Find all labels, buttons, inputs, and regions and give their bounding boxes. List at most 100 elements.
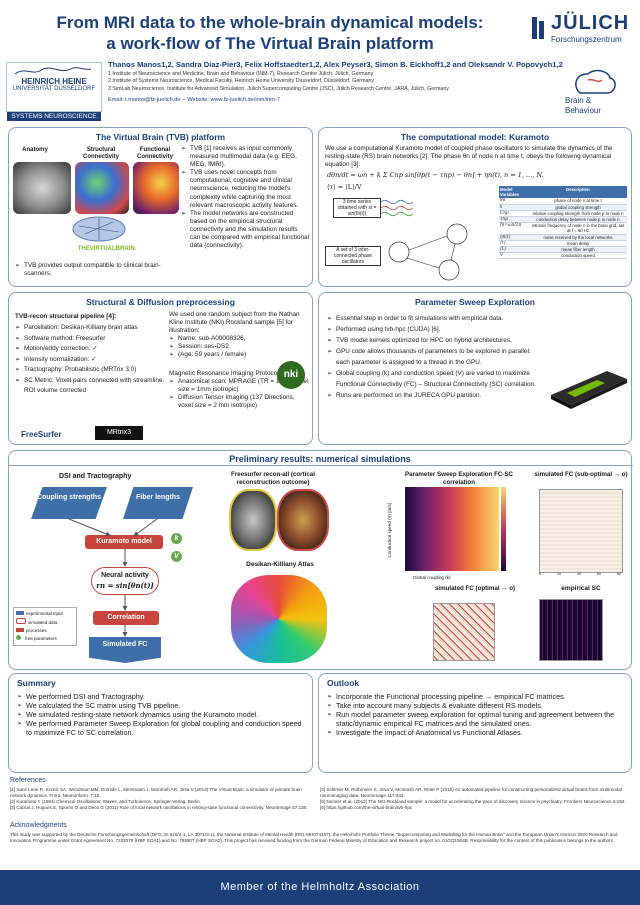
legend-simulated: simulated data — [16, 618, 74, 627]
kuramoto-panel: The computational model: Kuramoto We use… — [318, 127, 632, 287]
table-cell-variable: ⟨τ⟩ — [500, 240, 506, 246]
legend-free-text: free parameters — [25, 636, 57, 641]
ref-6: [6] https://github.com/the-virtual-brain… — [320, 805, 413, 810]
table-cell-variable: τnp — [500, 217, 508, 223]
summary-item-4: We performed Parameter Sweep Exploration… — [17, 719, 307, 737]
table-head-description: Description — [566, 187, 590, 192]
table-cell-variable: ηn(t) — [500, 234, 511, 240]
v-parameter-icon: V — [171, 551, 182, 562]
outlook-item-2: Take into account many subjects & evalua… — [327, 701, 625, 710]
fc-sub-tick-20: 20 — [556, 572, 562, 576]
subject-session: Session: ses-DS2 — [169, 343, 309, 351]
sweep-item-6: Runs are performed on the JURECA GPU par… — [327, 390, 617, 401]
mri-item-1: Anatomical scan: MPRAGE (TR = 1900; voxe… — [169, 378, 309, 394]
summary-heading: Summary — [17, 678, 56, 688]
pse-ylabel: Conduction speed (V) [m/s] — [387, 503, 392, 558]
anatomy-image — [13, 162, 71, 214]
pse-title: Parameter Sweep Exploration FC-SC correl… — [405, 471, 513, 486]
table-cell-description: mean fiber length — [561, 247, 595, 253]
sweep-item-4: GPU code allows thousands of parameters … — [327, 346, 541, 368]
preproc-item-1: Parcellation: Desikan-Killiany brain atl… — [15, 323, 165, 334]
ref-4: [4] Schirner M, Rothmeier S, Jirsa V, Mc… — [320, 787, 622, 798]
hhu-dept: SYSTEMS NEUROSCIENCE — [7, 112, 101, 121]
summary-list: We performed DSI and Tractography. We ca… — [17, 692, 307, 737]
subject-session-text: Session: ses-DS2 — [178, 343, 229, 351]
preproc-item-4: Intensity normalization: ✓ — [15, 355, 165, 366]
kuramoto-model-box: Kuramoto model — [85, 535, 163, 549]
summary-item-3: We simulated resting-state network dynam… — [17, 710, 307, 719]
legend-simulated-text: simulated data — [28, 620, 58, 625]
references-right: [4] Schirner M, Rothmeier S, Jirsa V, Mc… — [320, 787, 632, 811]
flow-legend: experimental input simulated data proces… — [13, 607, 77, 646]
desikan-title: Desikan-Killiany Atlas — [246, 561, 314, 568]
sweep-item-3: TVB model kernels optimized for HPC on h… — [327, 335, 617, 346]
preproc-item-3: Motion/eddy correction: ✓ — [15, 344, 165, 355]
emp-sc-title: empirical SC — [561, 585, 601, 592]
hhu-uni: UNIVERSITÄT DÜSSELDORF — [12, 86, 96, 92]
tvb-bullet-3: The model networks are constructed based… — [181, 210, 309, 250]
kuramoto-intro: We use a computational Kuramoto model of… — [325, 145, 613, 169]
affiliation-3: 3 SimLab Neuroscience, Institute for Adv… — [108, 85, 449, 92]
table-cell-description: conduction speed — [561, 253, 595, 259]
affiliation-1: 1 Institute of Neuroscience and Medicine… — [108, 71, 374, 77]
tvb-label-fc: Functional Connectivity — [136, 147, 173, 160]
legend-processes: processes — [16, 627, 74, 635]
tvb-bottom: TVB provides output compatible to clinic… — [15, 262, 175, 278]
coupling-strengths-box: Coupling strengths — [31, 487, 107, 519]
ref-1: [1] Sanz Leon P., Knock SA, Woodman MM, … — [10, 787, 302, 798]
table-cell-description: relative coupling strength from node p t… — [532, 210, 624, 216]
kuramoto-heading: The computational model: Kuramoto — [400, 132, 550, 142]
sweep-item-5: Global coupling (k) and conduction speed… — [327, 368, 541, 390]
tvb-heading: The Virtual Brain (TVB) platform — [95, 132, 226, 142]
preproc-item-6: SC Metric: Voxel pairs connected with st… — [15, 376, 165, 397]
title-line-1: From MRI data to the whole-brain dynamic… — [56, 13, 484, 32]
legend-experimental-text: experimental input — [26, 611, 63, 616]
k-parameter-icon: k — [171, 533, 182, 544]
functional-connectivity-image — [133, 162, 179, 214]
table-cell-description: intrinsic frequency of node n in the bra… — [531, 223, 625, 234]
fc-sub-tick-60: 60 — [596, 572, 602, 576]
bb-line-1: Brain & — [565, 96, 592, 105]
preproc-heading: Structural & Diffusion preprocessing — [86, 297, 235, 307]
preproc-panel: Structural & Diffusion preprocessing TVB… — [8, 292, 313, 445]
contact-email: Email: t.manos@fz-juelich.de -- Website:… — [108, 97, 280, 103]
freesurfer-title: Freesurfer recon-all (cortical reconstru… — [231, 471, 315, 486]
fc-opt-matrix — [433, 603, 495, 661]
tvb-label-anatomy: Anatomy — [22, 147, 48, 153]
tvb-bottom-bullet: TVB provides output compatible to clinic… — [15, 262, 175, 278]
poster-title: From MRI data to the whole-brain dynamic… — [55, 12, 485, 54]
fc-sub-tick-0: 0 — [539, 572, 542, 576]
brain-behaviour-logo: Brain & Behaviour — [565, 96, 601, 116]
hhu-signature-icon — [14, 67, 92, 75]
table-cell-description: mean delay — [566, 240, 590, 246]
subject-name: Name: sub-A00008326, — [169, 335, 309, 343]
mri-intro: Magnetic Resonance Imaging Protocol: — [169, 369, 281, 377]
title-line-2: a work-flow of The Virtual Brain platfor… — [106, 34, 434, 53]
sweep-list: Essential step in order to fit simulatio… — [327, 313, 617, 401]
outlook-panel: Outlook Incorporate the Functional proce… — [318, 673, 632, 773]
outlook-list: Incorporate the Functional processing pi… — [327, 692, 625, 737]
kuramoto-table-header: Model Variables Description — [499, 186, 627, 199]
tvbrecon-label: TVB-recon structural pipeline [4]: — [15, 313, 117, 320]
summary-panel: Summary We performed DSI and Tractograph… — [8, 673, 313, 773]
freesurfer-image-1 — [229, 489, 277, 551]
subject-age: (Age: 59 years / female) — [169, 351, 309, 359]
structural-connectivity-image — [75, 162, 129, 214]
tvb-panel: The Virtual Brain (TVB) platform Anatomy… — [8, 127, 313, 287]
ack-text: This study was supported by the Deutsche… — [10, 832, 618, 843]
tvb-label-sc: Structural Connectivity — [82, 147, 119, 160]
tvb-bullet-1: TVB [1] receives as input commonly measu… — [181, 145, 309, 169]
nki-logo: nki — [277, 361, 305, 389]
pse-xlabel: Global coupling (k) — [413, 575, 451, 580]
kuramoto-box-timeseries: 3 time series obtained with xi = sin(θi(… — [333, 198, 381, 218]
summary-item-2: We calculated the SC matrix using TVB pi… — [17, 701, 307, 710]
table-cell-description: conduction delay between node p to node … — [536, 217, 620, 223]
summary-item-1: We performed DSI and Tractography. — [17, 692, 307, 701]
affiliation-2: 2 Institute of Systems Neuroscience, Med… — [108, 78, 375, 85]
fiber-lengths-box: Fiber lengths — [123, 487, 193, 519]
kuramoto-box-oscillators: A set of 3 inter-connected phase oscilla… — [325, 246, 381, 266]
references-left: [1] Sanz Leon P., Knock SA, Woodman MM, … — [10, 787, 308, 811]
